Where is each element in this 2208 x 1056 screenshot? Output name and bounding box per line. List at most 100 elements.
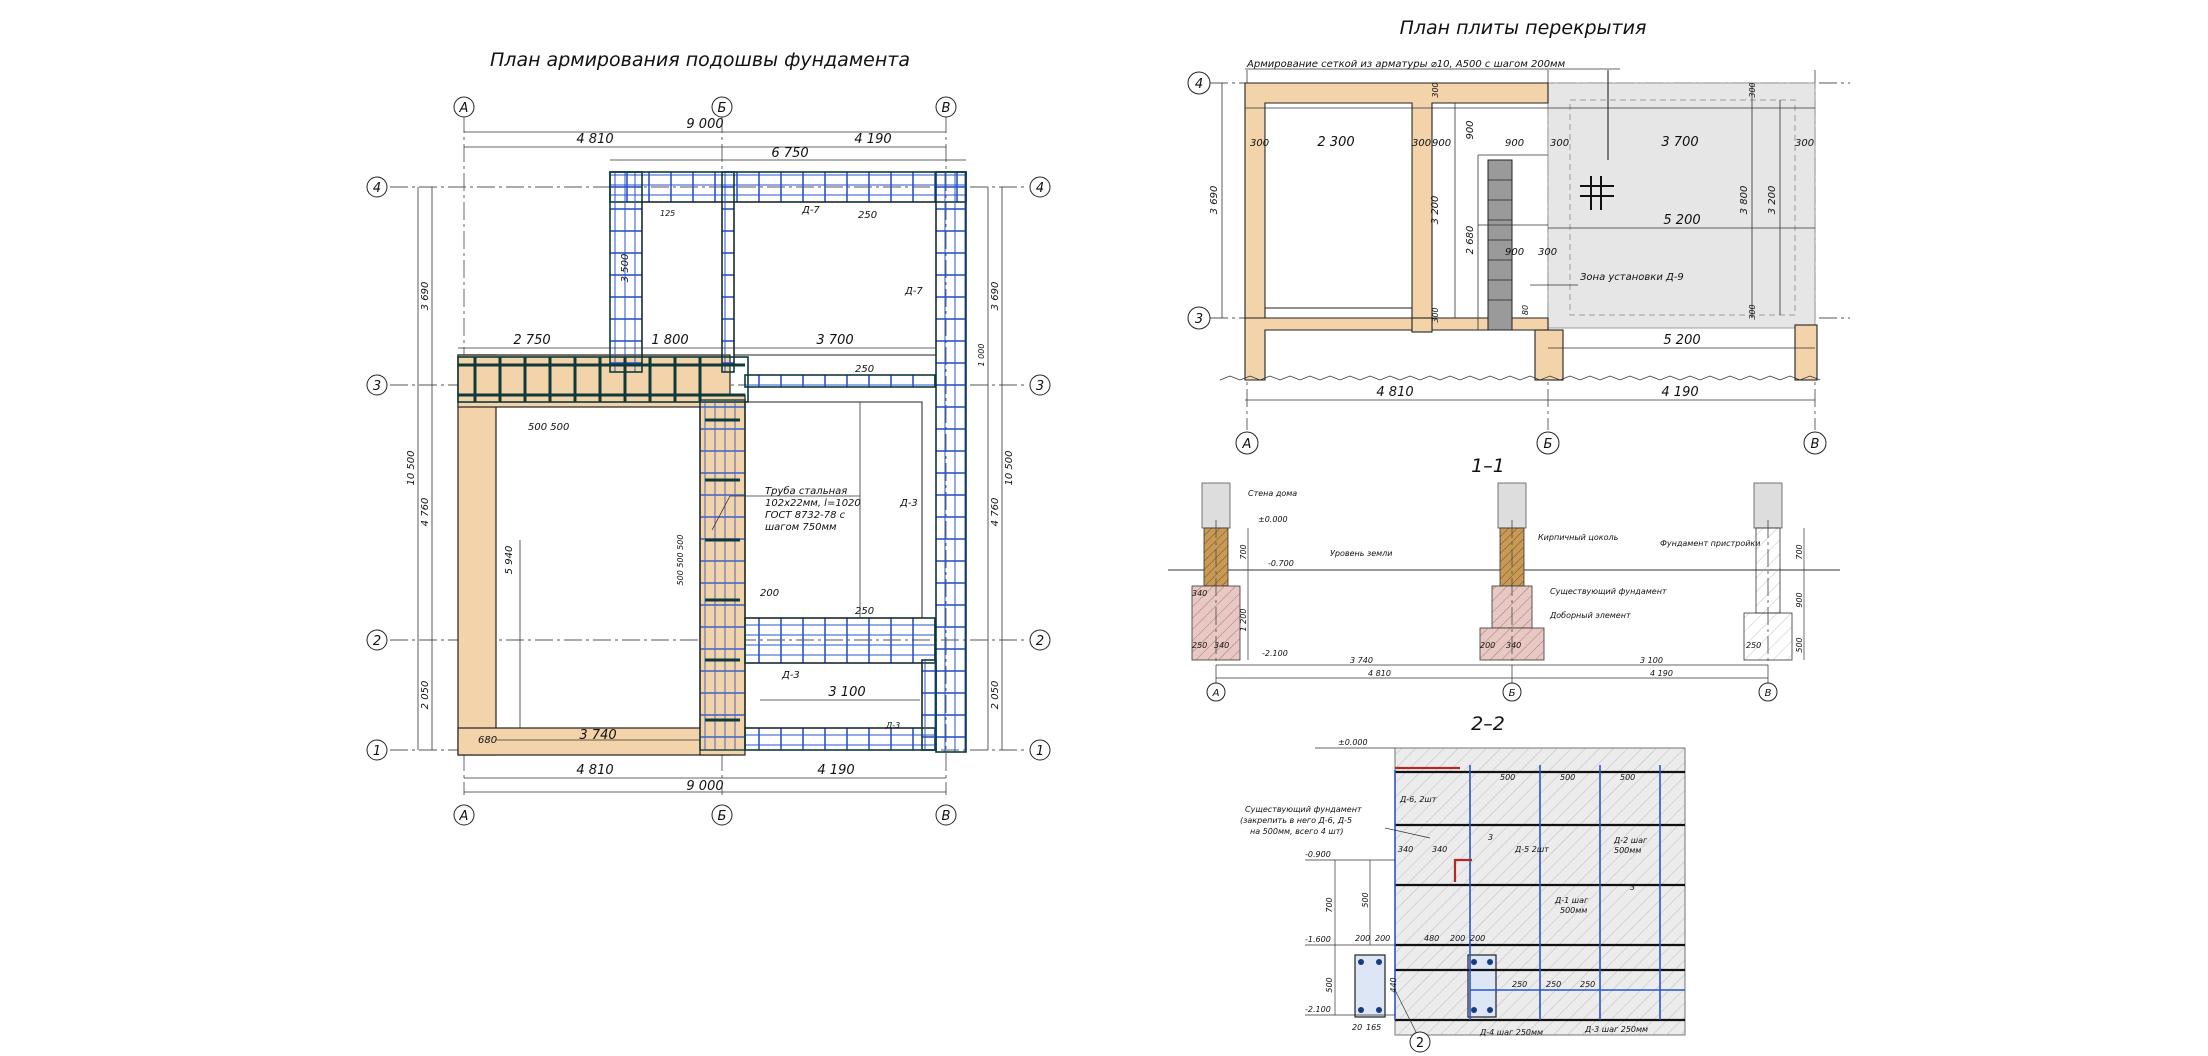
slab-concrete [1244, 82, 1818, 381]
section-1-1: 1–1 А Б [1168, 455, 1840, 702]
slab-axis-a: А [1242, 437, 1252, 452]
slab-dim-2680: 2 680 [1465, 226, 1476, 255]
sec2-lvl-2100: -2.100 [1305, 1005, 1331, 1014]
dim-4760-left: 4 760 [420, 498, 431, 527]
slab-plan-title: План плиты перекрытия [1400, 17, 1647, 39]
sec2-dim-20: 20 [1352, 1023, 1362, 1032]
slab-dim-900-vert: 900 [1465, 120, 1476, 139]
sec2-section-mark: 2 [1416, 1036, 1424, 1051]
dim-3690-right: 3 690 [990, 282, 1001, 311]
slab-dim-300-c: 300 [1538, 247, 1557, 258]
sec2-dim-500-vert: 500 [1361, 892, 1370, 907]
sec1-ext-found: Фундамент пристройки [1660, 539, 1760, 548]
axis-1-left: 1 [373, 744, 381, 759]
slab-grey-area [1547, 82, 1816, 329]
axis-b-top: Б [718, 101, 727, 116]
sec1-add-elem: Доборный элемент [1549, 611, 1631, 620]
slab-axis-v: В [1811, 437, 1820, 452]
sec1-dim-340-top: 340 [1192, 589, 1207, 598]
slab-dim-300-b: 300 [1550, 138, 1569, 149]
slab-dim-5200-bottom: 5 200 [1663, 333, 1700, 348]
slab-axis-bubbles [1187, 71, 1827, 455]
sec2-dim-250-c: 250 [1580, 980, 1595, 989]
sec1-dim-340-b: 340 [1506, 641, 1521, 650]
slab-dim-4190: 4 190 [1661, 385, 1698, 400]
sec1-dim-1200: 1 200 [1239, 609, 1248, 632]
slab-axis-3: 3 [1195, 312, 1203, 327]
sec2-d6: Д-6, 2шт [1399, 795, 1437, 804]
sec2-dim-165: 165 [1366, 1023, 1381, 1032]
foundation-dimension-lines [417, 131, 1003, 793]
dim-5940: 5 940 [504, 546, 515, 575]
strip-stirrups [458, 357, 745, 722]
sec2-lvl-0: ±0.000 [1338, 738, 1368, 747]
slab-dimension-texts: 2 300 300 300 900 900 300 3 700 300 5 20… [1209, 82, 1814, 400]
slab-dim-3690: 3 690 [1209, 186, 1220, 215]
sec1-dim-4810: 4 810 [1368, 669, 1391, 678]
slab-dim-300-mid: 300 [1412, 138, 1431, 149]
sec1-house-wall: Стена дома [1248, 489, 1297, 498]
sec2-dim-500-vert-b: 500 [1325, 977, 1334, 992]
sec2-d1-line-2: 500мм [1560, 906, 1587, 915]
sec2-section-bubble [1409, 1031, 1431, 1053]
sec1-axis-v: В [1765, 688, 1772, 699]
sec2-d4: Д-4 шаг 250мм [1479, 1028, 1543, 1037]
slab-d9-ticks [1488, 179, 1512, 301]
dim-1000: 1 000 [977, 344, 986, 367]
slab-dim-2300: 2 300 [1317, 135, 1354, 150]
sec2-dim-250-b: 250 [1546, 980, 1561, 989]
dim-6750: 6 750 [771, 146, 808, 161]
pipe-note: Труба стальная 102х22мм, l=1020 ГОСТ 873… [711, 485, 861, 533]
axis-1-right: 1 [1036, 744, 1044, 759]
slab-dim-900-b: 900 [1505, 138, 1524, 149]
sec1-dim-900: 900 [1795, 592, 1804, 607]
section-2-labels: ±0.000 -0.900 -1.600 -2.100 Существующий… [1240, 738, 1648, 1037]
sec2-note-1: Существующий фундамент [1245, 805, 1362, 814]
mark-d7-upper: Д-7 [801, 205, 820, 216]
slab-dim-3200-right: 3 200 [1767, 186, 1778, 215]
sec2-blue-bars [1394, 765, 1685, 1020]
sec2-note-3: на 500мм, всего 4 шт) [1250, 827, 1344, 836]
dim-4810-top: 4 810 [576, 132, 613, 147]
sec2-dim-200-d: 200 [1470, 934, 1485, 943]
slab-dim-5200-top: 5 200 [1663, 213, 1700, 228]
slab-plan: План плиты перекрытия Армирование сеткой… [1187, 17, 1850, 455]
axis-v-top: В [942, 101, 951, 116]
slab-axis-b: Б [1544, 437, 1553, 452]
sec2-mark3-a: 3 [1488, 833, 1493, 842]
sec2-dim-200-b: 200 [1375, 934, 1390, 943]
sec2-d2-line-1: Д-2 шаг [1613, 836, 1648, 845]
dim-200: 200 [760, 588, 779, 599]
section-2-title: 2–2 [1471, 713, 1505, 735]
slab-dim-3200-left: 3 200 [1430, 196, 1441, 225]
dim-250-mid: 250 [855, 606, 874, 617]
slab-axis-4: 4 [1195, 77, 1203, 92]
axis-4-right: 4 [1036, 181, 1044, 196]
slab-note: Армирование сеткой из арматуры ⌀10, А500… [1246, 59, 1566, 70]
sec1-axis-a: А [1212, 688, 1220, 699]
sec2-dim-340-b: 340 [1432, 845, 1447, 854]
sec1-dim-250-a: 250 [1192, 641, 1207, 650]
dim-4190-top: 4 190 [854, 132, 891, 147]
slab-mesh-zone [1569, 99, 1796, 316]
sec2-beam-dots [1358, 959, 1493, 1013]
slab-dim-4810: 4 810 [1376, 385, 1413, 400]
sec1-ground: Уровень земли [1330, 549, 1393, 558]
dim-4760-right: 4 760 [990, 498, 1001, 527]
sec2-dim-lines [1305, 747, 1431, 1041]
sec2-red-bars [1395, 766, 1472, 882]
slab-dim-300-right: 300 [1795, 138, 1814, 149]
sec2-d5: Д-5 2шт [1514, 845, 1549, 854]
sec2-dim-480: 480 [1424, 934, 1439, 943]
pipe-note-line-3: ГОСТ 8732-78 с [765, 510, 846, 521]
sec2-mark3-b: 3 [1630, 883, 1635, 892]
dim-125: 125 [660, 209, 675, 218]
sec1-lvl-700: -0.700 [1268, 559, 1294, 568]
slab-dim-300-vert-c: 300 [1748, 82, 1757, 97]
sec2-dim-700: 700 [1325, 897, 1334, 912]
slab-dim-300-left: 300 [1250, 138, 1269, 149]
pipe-note-line-4: шагом 750мм [765, 522, 837, 533]
slab-dim-300-vert-d: 300 [1748, 304, 1757, 319]
sec2-dim-200-c: 200 [1450, 934, 1465, 943]
